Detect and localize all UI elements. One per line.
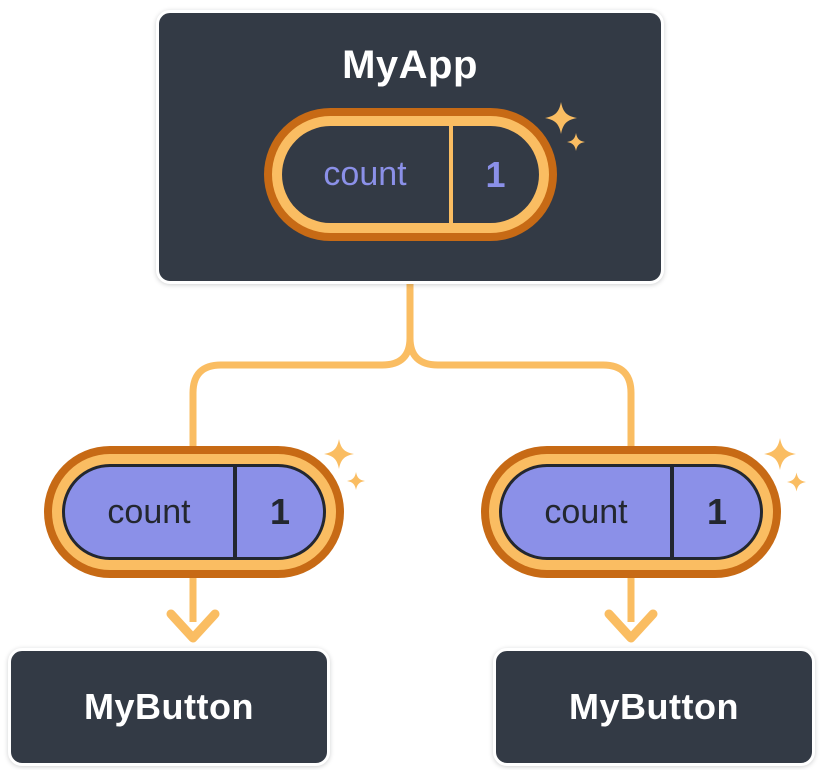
node-mybutton-right-label: MyButton — [569, 686, 739, 727]
sparkle-icon — [764, 438, 796, 470]
branch-left-line — [189, 281, 414, 450]
node-myapp-label: MyApp — [342, 43, 478, 87]
state-pill-ring: count 1 — [271, 116, 549, 233]
state-pill-body: count 1 — [281, 126, 539, 223]
prop-pill-right-body: count 1 — [499, 464, 763, 560]
branch-right-line — [406, 281, 635, 450]
prop-value: 1 — [269, 491, 291, 532]
node-mybutton-right: MyButton — [493, 648, 815, 766]
sparkle-icon — [545, 101, 577, 135]
sparkle-icon — [567, 132, 585, 152]
state-pill-divider — [448, 126, 453, 223]
prop-name: count — [544, 492, 628, 531]
prop-pill-left: count 1 — [44, 446, 344, 578]
state-name: count — [323, 155, 407, 193]
prop-pill-left-body: count 1 — [62, 464, 326, 560]
prop-pill-divider — [233, 467, 237, 557]
prop-pill-divider — [670, 467, 674, 557]
arrow-left-head-icon — [166, 609, 220, 643]
state-value: 1 — [485, 153, 506, 195]
prop-pill-right: count 1 — [481, 446, 781, 578]
sparkle-icon — [324, 438, 354, 470]
sparkle-icon — [347, 471, 365, 491]
prop-value: 1 — [706, 491, 728, 532]
arrow-right-head-icon — [604, 609, 658, 643]
prop-name: count — [107, 492, 191, 531]
prop-pill-left-ring: count 1 — [52, 454, 336, 570]
node-mybutton-left-label: MyButton — [84, 686, 254, 727]
node-myapp: MyApp count 1 — [156, 10, 664, 284]
state-pill: count 1 — [263, 108, 557, 241]
sparkle-icon — [787, 471, 806, 493]
node-mybutton-left: MyButton — [8, 648, 330, 766]
prop-pill-right-ring: count 1 — [489, 454, 773, 570]
